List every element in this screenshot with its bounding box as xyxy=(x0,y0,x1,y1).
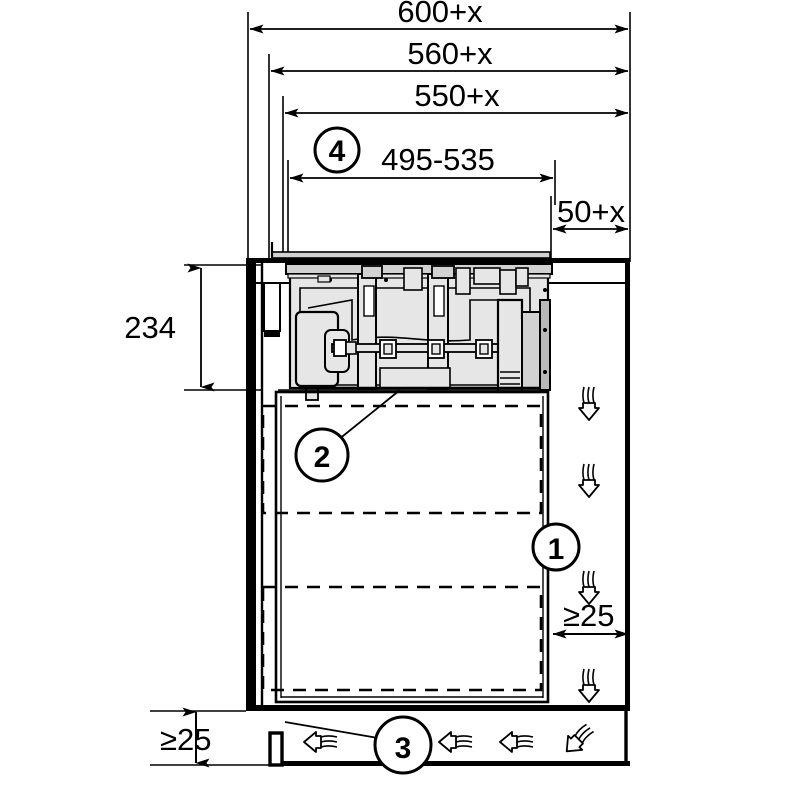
callout-3-label: 3 xyxy=(395,732,412,765)
callout-3[interactable]: 3 xyxy=(284,715,433,775)
bracket-c xyxy=(473,267,501,285)
dim-label-600x: 600+x xyxy=(397,0,483,29)
extension-lines-top xyxy=(247,12,631,262)
dim-label-50x: 50+x xyxy=(557,194,626,229)
drawer-outlines xyxy=(261,404,543,692)
worktop-band xyxy=(271,251,551,263)
callout-2[interactable]: 2 xyxy=(294,389,401,483)
drawer-outline-lower xyxy=(261,585,543,692)
vent-fins xyxy=(500,371,520,385)
fan-outlet xyxy=(521,311,541,393)
cabinet-right-wall xyxy=(625,262,630,710)
right-detail-dots xyxy=(543,288,547,374)
dim-label-550x: 550+x xyxy=(414,78,500,113)
cabinet-left-wall xyxy=(246,262,256,710)
callout-2-label: 2 xyxy=(314,441,331,474)
plinth-foot xyxy=(268,731,284,767)
bracket-e xyxy=(515,267,529,287)
bracket-a xyxy=(403,267,423,291)
top-nubs xyxy=(317,275,388,283)
callout-4[interactable]: 4 xyxy=(313,126,361,174)
dim-label-25-right: ≥25 xyxy=(563,598,615,633)
plinth-bottom xyxy=(282,761,630,766)
callout-1-label: 1 xyxy=(548,533,565,566)
left-filler xyxy=(263,282,281,337)
dim-label-25-bottom: ≥25 xyxy=(160,722,212,757)
clip-row xyxy=(333,339,493,359)
plinth-top xyxy=(246,705,630,711)
drawer-outline-upper xyxy=(261,404,543,515)
dim-label-560x: 560+x xyxy=(407,36,493,71)
rear-flange xyxy=(539,299,551,391)
dim-label-234: 234 xyxy=(124,310,176,345)
plinth xyxy=(150,705,630,767)
callout-3-leader xyxy=(284,721,379,739)
bracket-d xyxy=(499,269,517,295)
bracket-b xyxy=(455,267,471,295)
callout-4-label: 4 xyxy=(329,135,346,168)
callout-1[interactable]: 1 xyxy=(531,522,581,572)
callout-2-leader xyxy=(337,389,401,441)
internal-shelf xyxy=(307,299,521,342)
dimension-lines-top xyxy=(249,24,629,234)
bottom-pan xyxy=(379,367,451,389)
appliance-assembly xyxy=(285,263,553,401)
dim-label-495-535: 495-535 xyxy=(381,142,495,177)
